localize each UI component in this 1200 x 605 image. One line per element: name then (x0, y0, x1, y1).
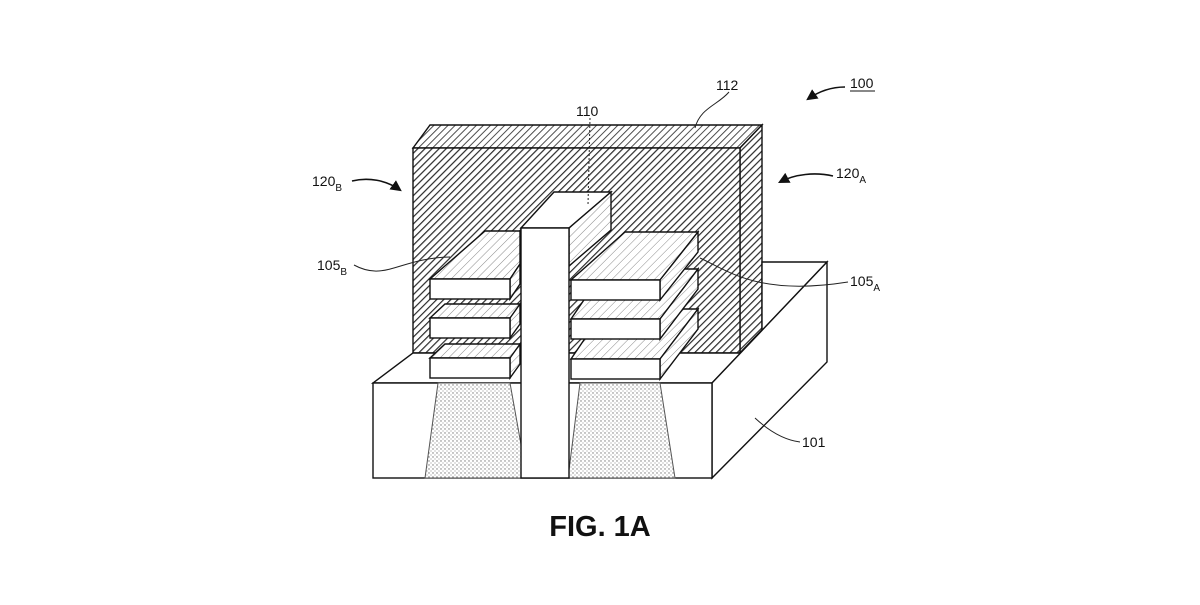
figure-caption: FIG. 1A (549, 511, 651, 543)
label-120a: 120A (836, 165, 866, 186)
nanosheet-stack-b (428, 230, 521, 381)
label-105a-main: 105 (850, 273, 874, 289)
arrows (351, 86, 846, 192)
leader-112 (694, 91, 730, 129)
arrow-100 (806, 86, 846, 101)
nanosheet-stack-a (569, 229, 700, 382)
leader-110 (587, 117, 591, 206)
label-112: 112 (716, 77, 739, 93)
dielectric-wall-110 (519, 190, 613, 479)
leader-lines (353, 91, 849, 443)
nanosheet-a-1 (569, 229, 700, 303)
label-105b-sub: B (340, 267, 347, 278)
nanosheet-b-1 (428, 230, 521, 302)
wall-front (520, 227, 570, 479)
label-100: 100 (850, 75, 874, 91)
label-105b: 105B (317, 257, 347, 278)
label-120b: 120B (312, 173, 342, 194)
label-105b-main: 105 (317, 257, 341, 273)
label-120a-main: 120 (836, 165, 860, 181)
source-drain-region-right (567, 382, 676, 479)
leader-105a (699, 257, 849, 287)
leader-101 (754, 417, 801, 443)
label-110: 110 (576, 103, 599, 119)
source-drain-region-left (424, 382, 528, 479)
label-120b-main: 120 (312, 173, 336, 189)
arrow-120a (778, 172, 834, 184)
gate-cap-top (411, 124, 764, 149)
gate-cap-side (739, 123, 763, 355)
label-120a-sub: A (859, 175, 866, 186)
leader-105b (353, 256, 451, 272)
label-105a: 105A (850, 273, 880, 294)
nanosheet-b-2 (428, 301, 521, 341)
label-105a-sub: A (873, 283, 880, 294)
label-120b-sub: B (335, 183, 342, 194)
label-101: 101 (802, 434, 826, 450)
arrow-120b (351, 178, 402, 192)
nanosheet-b-3 (428, 341, 521, 381)
